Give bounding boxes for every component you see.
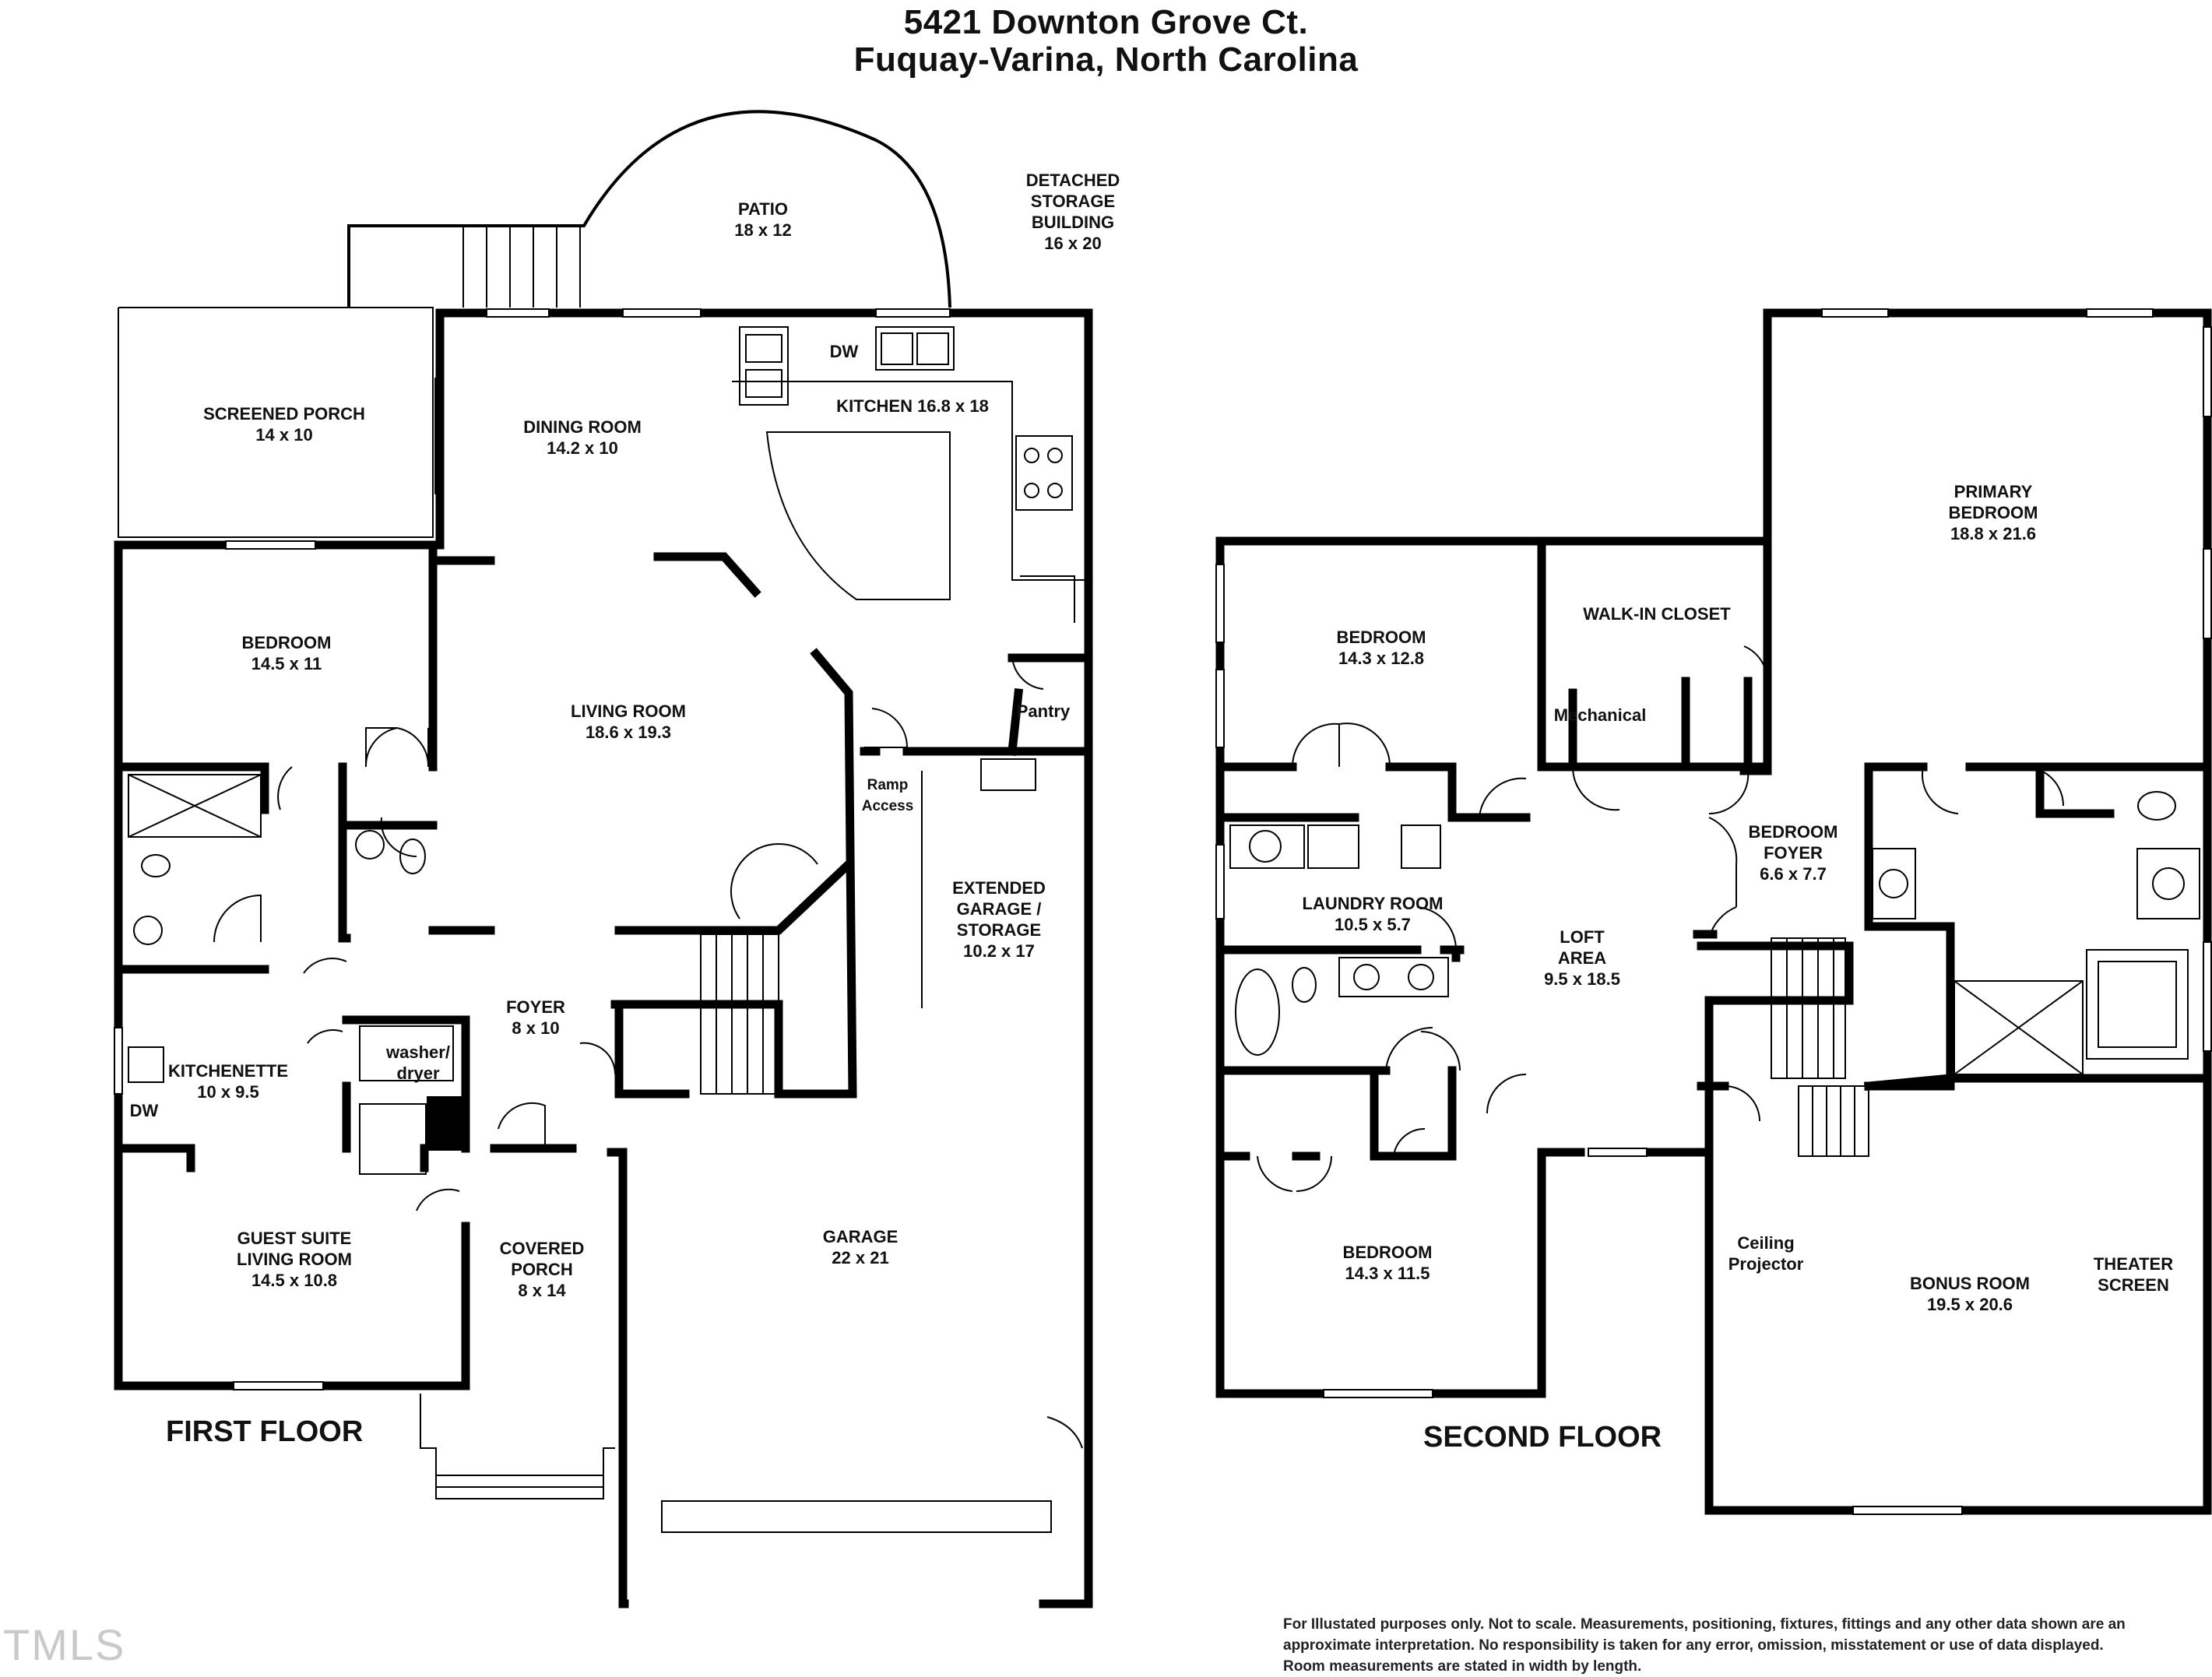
address-line: 5421 Downton Grove Ct. [903, 3, 1309, 41]
disclaimer-text: For Illustated purposes only. Not to sca… [1283, 1616, 2126, 1675]
room-label-washer-dryer: washer/dryer [386, 1042, 450, 1083]
door-swing-icon [213, 653, 1044, 1211]
covered-porch-outline [420, 1394, 615, 1499]
toilet-icon [1292, 791, 2176, 1003]
window-icon [114, 308, 951, 1390]
room-label-kitchen-dw: DW [829, 342, 859, 361]
window-icon [1215, 308, 2212, 1515]
laundry-icon [1229, 824, 1441, 869]
first-floor-walls [114, 308, 1093, 1608]
first-floor-title: FIRST FLOOR [166, 1415, 364, 1448]
range-icon [1015, 435, 1073, 511]
toilet-icon [141, 838, 426, 877]
oven-icon [739, 326, 789, 406]
room-label-walk-in-closet: WALK-IN CLOSET [1583, 604, 1731, 624]
door-swing-icon [1257, 645, 2064, 1192]
bathtub-icon [1235, 949, 2189, 1060]
kitchen-counters [732, 381, 1088, 623]
stair-icon [1771, 937, 1869, 1157]
room-label-mechanical: Mechanical [1553, 705, 1647, 725]
stair-icon [700, 933, 779, 1095]
room-label-pantry: Pantry [1016, 701, 1071, 721]
sink-icon [875, 326, 955, 371]
sink-icon [1338, 848, 2200, 997]
second-floor-walls [1215, 308, 2212, 1515]
second-floor-title: SECOND FLOOR [1423, 1421, 1662, 1454]
garage-outline [661, 771, 1083, 1533]
washer-dryer-icon [359, 1025, 464, 1175]
sink-icon [128, 758, 1036, 1083]
city-line: Fuquay-Varina, North Carolina [853, 40, 1359, 79]
shower-icon [128, 774, 262, 838]
shower-icon [1954, 980, 2084, 1075]
screened-porch-outline [118, 307, 436, 538]
patio-outline [347, 110, 951, 308]
room-label-kitchen: KITCHEN 16.8 x 18 [836, 396, 989, 416]
room-label-kitchenette-dw: DW [129, 1101, 159, 1120]
mls-logo: TMLS [3, 1620, 126, 1669]
